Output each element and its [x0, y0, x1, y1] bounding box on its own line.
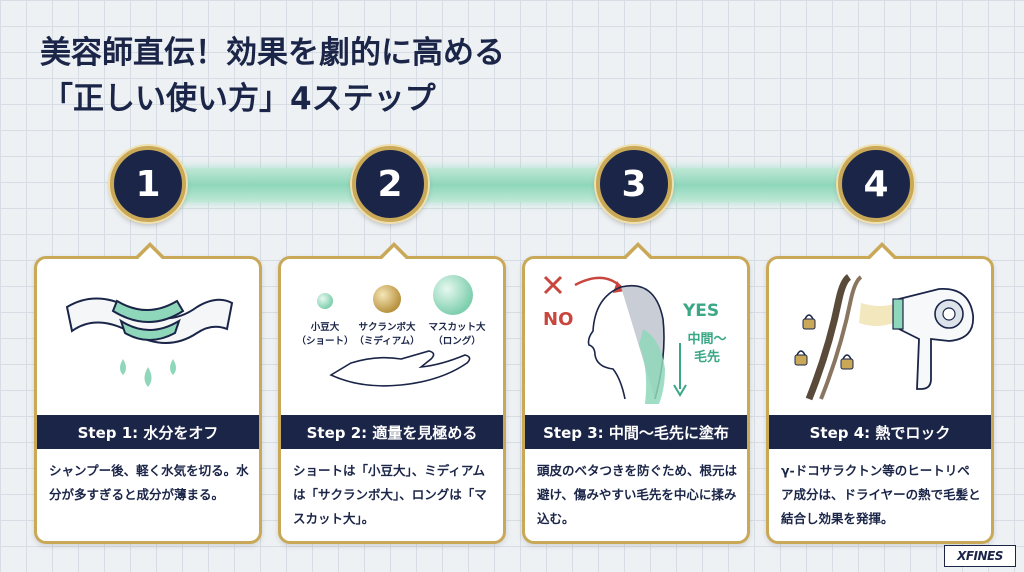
- step-badge-2: 2: [352, 146, 428, 222]
- open-hand-icon: [329, 350, 471, 387]
- towel-wring-icon: [65, 297, 234, 387]
- yes-label: YES: [683, 301, 720, 321]
- title-line-1: 美容師直伝！効果を劇的に高める: [40, 35, 505, 71]
- step-card-4: Step 4: 熱でロック γ-ドコサラクトン等のヒートリペア成分は、ドライヤー…: [766, 242, 994, 544]
- step-heading-4: Step 4: 熱でロック: [769, 415, 991, 449]
- heat-wave: [859, 303, 897, 326]
- size-label-short: 小豆大（ショート）: [296, 322, 354, 347]
- step-badge-3: 3: [596, 146, 672, 222]
- size-label-medium: サクランボ大（ミディアム）: [354, 322, 420, 347]
- step-heading-1: Step 1: 水分をオフ: [37, 415, 259, 449]
- cherry-sphere-icon: [373, 285, 401, 313]
- size-label-long: マスカット大（ロング）: [428, 322, 486, 347]
- step-card-2: 小豆大（ショート） サクランボ大（ミディアム） マスカット大（ロング） Step…: [278, 242, 506, 544]
- amount-illustration: [317, 275, 473, 387]
- step-badge-1: 1: [110, 146, 186, 222]
- lock-icon: [802, 318, 816, 330]
- yes-detail: 中間〜毛先: [687, 332, 727, 365]
- step-description-2: ショートは「小豆大」、ミディアムは「サクランボ大」、ロングは「マスカット大」。: [293, 463, 487, 526]
- step-description-4: γ-ドコサラクトン等のヒートリペア成分は、ドライヤーの熱で毛髪と結合し効果を発揮…: [781, 463, 981, 526]
- azuki-bean-sphere-icon: [317, 293, 333, 309]
- hair-application-illustration: [543, 275, 687, 404]
- hair-dryer-icon: [898, 288, 974, 390]
- step-description-3: 頭皮のベタつきを防ぐため、根元は避け、傷みやすい毛先を中心に揉み込む。: [537, 463, 738, 526]
- hair-strand-icon: [805, 274, 852, 401]
- step-card-3: NO YES 中間〜毛先 Step 3: 中間〜毛先に塗布 頭皮のベタつきを防ぐ…: [522, 242, 750, 544]
- green-arrow-icon: [673, 384, 687, 397]
- brand-logo: XFINES: [944, 545, 1016, 567]
- hair-ends-highlight: [639, 329, 665, 404]
- lock-icon: [840, 358, 854, 370]
- step-heading-2: Step 2: 適量を見極める: [281, 415, 503, 449]
- title-line-2: 「正しい使い方」4ステップ: [42, 81, 436, 117]
- step-badge-4: 4: [838, 146, 914, 222]
- face-profile-icon: [587, 286, 626, 400]
- step-connector-track: [150, 168, 890, 202]
- lock-icon: [794, 354, 808, 366]
- heat-lock-illustration: [794, 274, 974, 401]
- muscat-sphere-icon: [433, 275, 473, 315]
- step-card-1: Step 1: 水分をオフ シャンプー後、軽く水気を切る。水分が多すぎると成分が…: [34, 242, 262, 544]
- step-heading-3: Step 3: 中間〜毛先に塗布: [525, 415, 747, 449]
- page-title: 美容師直伝！効果を劇的に高める 「正しい使い方」4ステップ: [40, 30, 680, 122]
- cross-mark-icon: [543, 275, 563, 295]
- no-label: NO: [543, 309, 574, 330]
- step-description-1: シャンプー後、軽く水気を切る。水分が多すぎると成分が薄まる。: [49, 463, 249, 502]
